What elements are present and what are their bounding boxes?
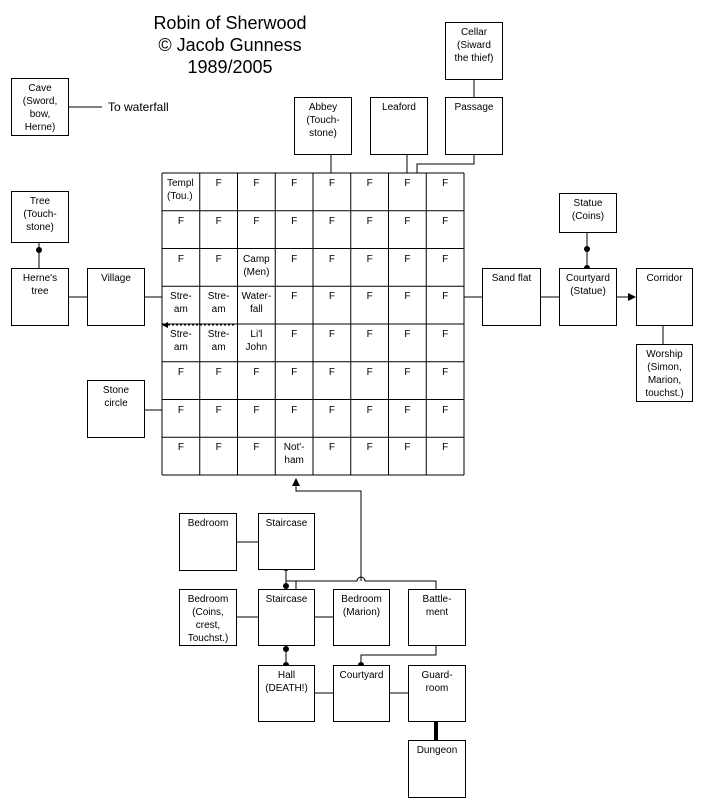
grid-cell-r4-c6[interactable]: F [404, 329, 411, 340]
grid-cell-r4-c0[interactable]: Stre- am [170, 329, 192, 353]
room-hall[interactable]: Hall (DEATH!) [258, 665, 315, 722]
room-dungeon[interactable]: Dungeon [408, 740, 466, 798]
grid-cell-r4-c3[interactable]: F [291, 329, 298, 340]
grid-cell-r4-c4[interactable]: F [328, 329, 335, 340]
grid-cell-r4-c2[interactable]: Li'l John [245, 329, 268, 353]
grid-cell-r5-c7[interactable]: F [442, 366, 449, 378]
grid-cell-r1-c5[interactable]: F [366, 215, 373, 227]
grid-cell-r0-c3[interactable]: F [291, 178, 298, 189]
room-courtyard-statue[interactable]: Courtyard (Statue) [559, 268, 617, 326]
room-statue[interactable]: Statue (Coins) [559, 193, 617, 233]
grid-cell-r7-c4[interactable]: F [328, 442, 335, 454]
room-hernes-tree[interactable]: Herne's tree [11, 268, 69, 326]
grid-cell-r2-c6[interactable]: F [404, 253, 411, 265]
grid-cell-r1-c4[interactable]: F [328, 215, 335, 227]
room-cellar[interactable]: Cellar (Siward the thief) [445, 22, 503, 80]
room-staircase-top[interactable]: Staircase [258, 513, 315, 570]
grid-cell-r2-c2[interactable]: Camp (Men) [243, 253, 270, 278]
grid-cell-r5-c2[interactable]: F [253, 366, 260, 378]
grid-cell-r7-c2[interactable]: F [253, 442, 260, 454]
room-stone-circle[interactable]: Stone circle [87, 380, 145, 438]
grid-cell-r6-c0[interactable]: F [177, 404, 184, 416]
room-guardroom[interactable]: Guard- room [408, 665, 466, 722]
grid-cell-r1-c2[interactable]: F [253, 215, 260, 227]
grid-cell-r2-c0[interactable]: F [177, 253, 184, 265]
note-to-waterfall: To waterfall [108, 100, 169, 114]
grid-cell-r4-c7[interactable]: F [442, 329, 449, 340]
grid-cell-r5-c1[interactable]: F [215, 366, 222, 378]
grid-cell-r4-c5[interactable]: F [366, 329, 373, 340]
room-abbey[interactable]: Abbey (Touch- stone) [294, 97, 352, 155]
title-line-2: © Jacob Gunness [158, 35, 302, 55]
title-line-3: 1989/2005 [187, 57, 273, 77]
room-passage[interactable]: Passage [445, 97, 503, 155]
grid-cell-r2-c4[interactable]: F [328, 253, 335, 265]
room-bedroom-top[interactable]: Bedroom [179, 513, 237, 571]
grid-cell-r5-c5[interactable]: F [366, 366, 373, 378]
grid-cell-r3-c1[interactable]: Stre- am [207, 291, 230, 316]
grid-cell-r1-c0[interactable]: F [177, 215, 184, 227]
grid-cell-r3-c7[interactable]: F [442, 291, 449, 303]
grid-cell-r3-c2[interactable]: Water- fall [241, 291, 272, 316]
grid-cell-r7-c0[interactable]: F [177, 442, 184, 454]
grid-cell-r5-c0[interactable]: F [177, 366, 184, 378]
grid-cell-r2-c7[interactable]: F [442, 253, 449, 265]
room-bedroom-coins[interactable]: Bedroom (Coins, crest, Touchst.) [179, 589, 237, 646]
grid-cell-r0-c6[interactable]: F [404, 178, 411, 189]
grid-cell-r4-c1[interactable]: Stre- am [207, 329, 230, 353]
room-sand-flat[interactable]: Sand flat [482, 268, 541, 326]
room-leaford[interactable]: Leaford [370, 97, 428, 155]
grid-cell-r3-c3[interactable]: F [291, 291, 298, 303]
grid-cell-r6-c2[interactable]: F [253, 404, 260, 416]
grid-cell-r3-c5[interactable]: F [366, 291, 373, 303]
grid-cell-r0-c4[interactable]: F [328, 178, 335, 189]
grid-cell-r0-c5[interactable]: F [366, 178, 373, 189]
grid-cell-r6-c5[interactable]: F [366, 404, 373, 416]
room-staircase-mid[interactable]: Staircase [258, 589, 315, 646]
room-battlement[interactable]: Battle- ment [408, 589, 466, 646]
grid-cell-r6-c1[interactable]: F [215, 404, 222, 416]
grid-cell-r1-c6[interactable]: F [404, 215, 411, 227]
grid-cell-r7-c6[interactable]: F [404, 442, 411, 454]
grid-cell-r2-c3[interactable]: F [291, 253, 298, 265]
grid-cell-r5-c3[interactable]: F [291, 366, 298, 378]
grid-cell-r1-c1[interactable]: F [215, 215, 222, 227]
room-corridor[interactable]: Corridor [636, 268, 693, 326]
grid-cell-r3-c4[interactable]: F [328, 291, 335, 303]
title: Robin of Sherwood © Jacob Gunness 1989/2… [130, 12, 330, 78]
grid-cell-r7-c5[interactable]: F [366, 442, 373, 454]
grid-cell-r0-c7[interactable]: F [442, 178, 449, 189]
title-line-1: Robin of Sherwood [153, 13, 307, 33]
grid-cell-r2-c5[interactable]: F [366, 253, 373, 265]
grid-cell-r3-c0[interactable]: Stre- am [170, 291, 192, 316]
grid-cell-r0-c2[interactable]: F [253, 178, 260, 189]
room-cave[interactable]: Cave (Sword, bow, Herne) [11, 78, 69, 136]
grid-cell-r6-c6[interactable]: F [404, 404, 411, 416]
grid-cell-r7-c3[interactable]: Not'- ham [283, 442, 305, 467]
grid-cell-r5-c6[interactable]: F [404, 366, 411, 378]
room-courtyard[interactable]: Courtyard [333, 665, 390, 722]
grid-cell-r1-c7[interactable]: F [442, 215, 449, 227]
grid-cell-r0-c1[interactable]: F [215, 178, 222, 189]
grid-cell-r7-c1[interactable]: F [215, 442, 222, 454]
grid-cell-r2-c1[interactable]: F [215, 253, 222, 265]
room-worship[interactable]: Worship (Simon, Marion, touchst.) [636, 344, 693, 402]
grid-cell-r3-c6[interactable]: F [404, 291, 411, 303]
room-village[interactable]: Village [87, 268, 145, 326]
grid-cell-r0-c0[interactable]: Templ (Tou.) [167, 178, 194, 202]
grid-cell-r1-c3[interactable]: F [291, 215, 298, 227]
room-bedroom-marion[interactable]: Bedroom (Marion) [333, 589, 390, 646]
grid-cell-r6-c7[interactable]: F [442, 404, 449, 416]
grid-cell-r7-c7[interactable]: F [442, 442, 449, 454]
grid-cell-r6-c3[interactable]: F [291, 404, 298, 416]
grid-cell-r6-c4[interactable]: F [328, 404, 335, 416]
grid-cell-r5-c4[interactable]: F [328, 366, 335, 378]
room-tree[interactable]: Tree (Touch- stone) [11, 191, 69, 243]
